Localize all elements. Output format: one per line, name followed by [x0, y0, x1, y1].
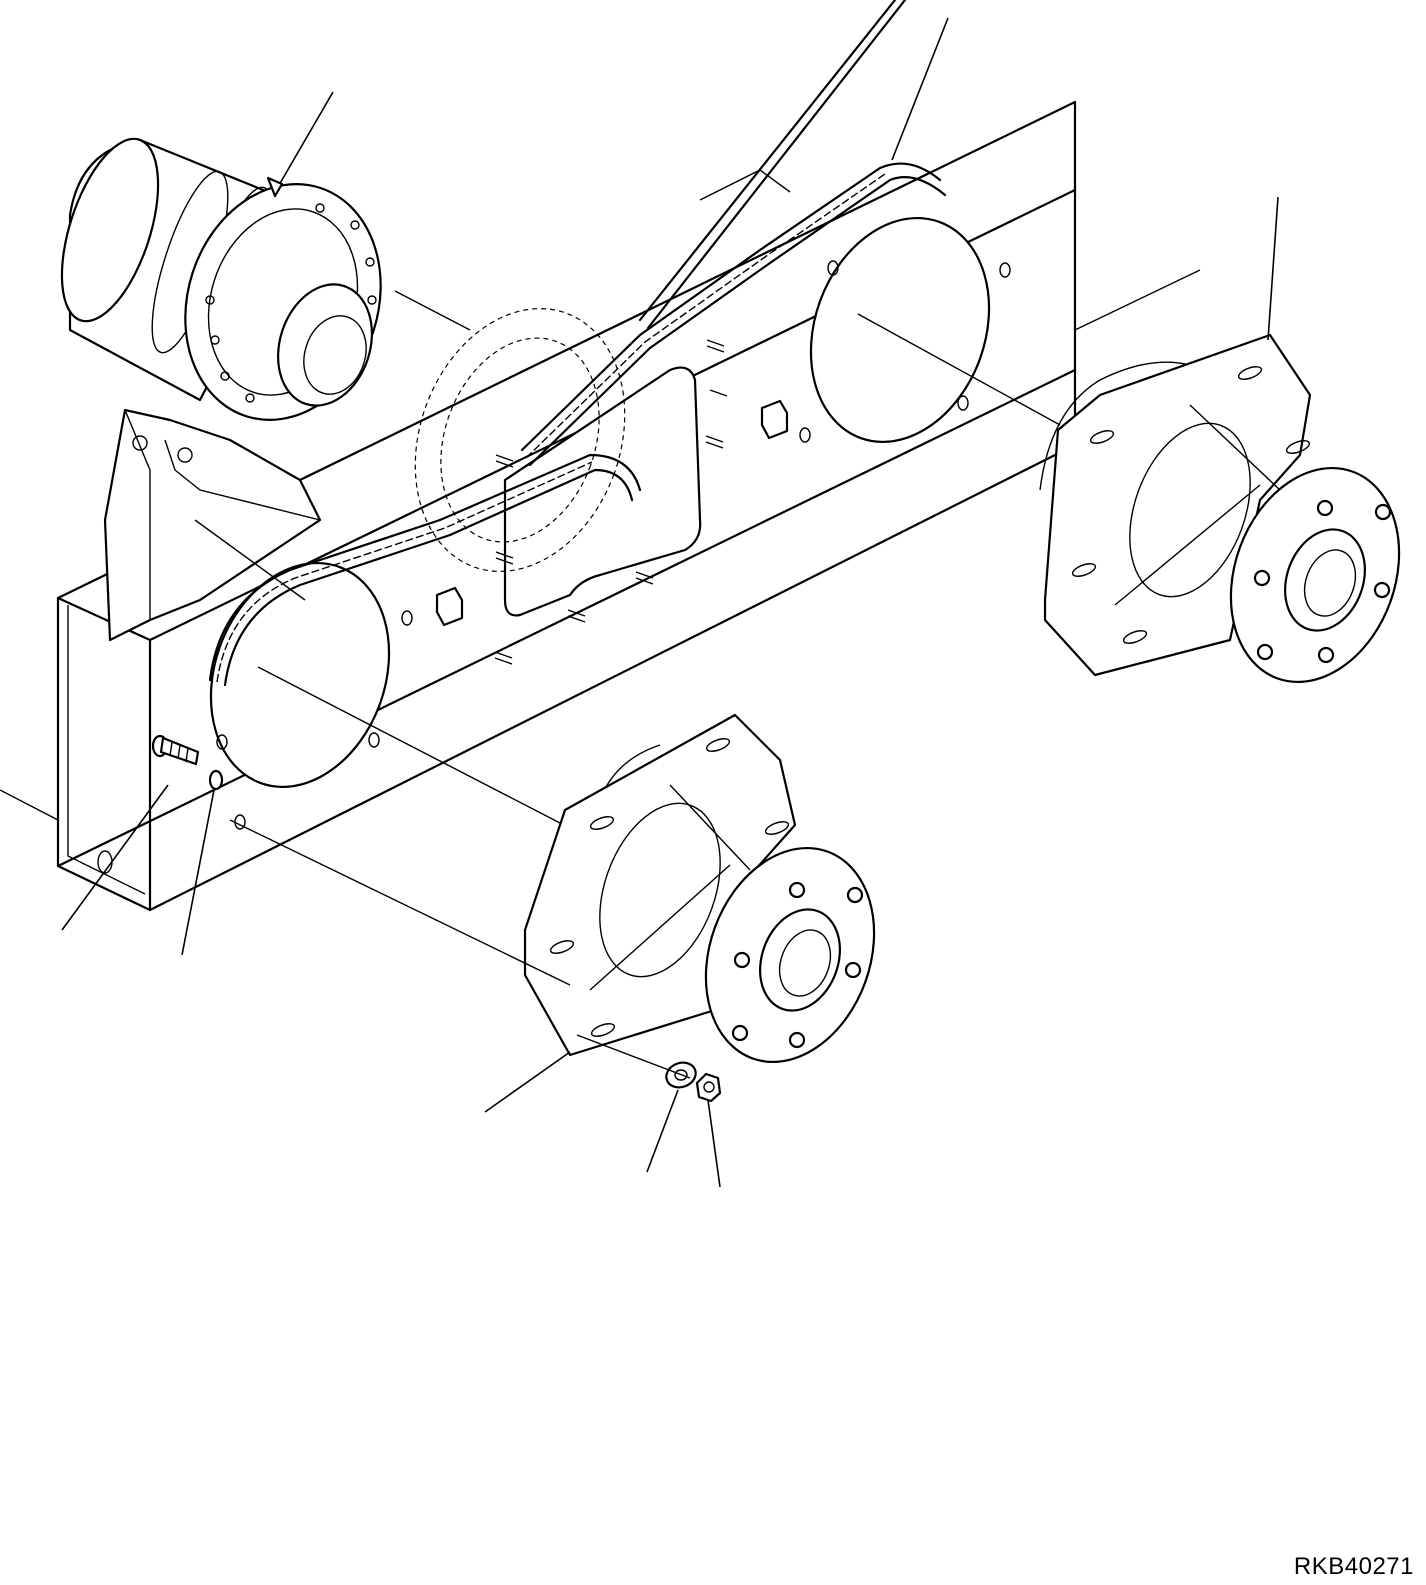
callout-leaders [62, 18, 1278, 1187]
bolt [153, 736, 198, 764]
axle-housing-front [525, 715, 903, 1086]
tie-rod [640, 0, 905, 328]
o-ring [210, 771, 222, 789]
drive-chain-front [210, 455, 640, 685]
assembly-center-lines [195, 314, 1060, 1078]
nut [697, 1074, 720, 1101]
axle-housing-rear [1040, 335, 1426, 706]
hydraulic-drive-motor-with-sprocket [43, 127, 411, 445]
drive-chain-rear [522, 164, 945, 465]
chaincase-frame [0, 102, 1200, 910]
drawing-reference-code: RKB40271 [1293, 1553, 1414, 1580]
